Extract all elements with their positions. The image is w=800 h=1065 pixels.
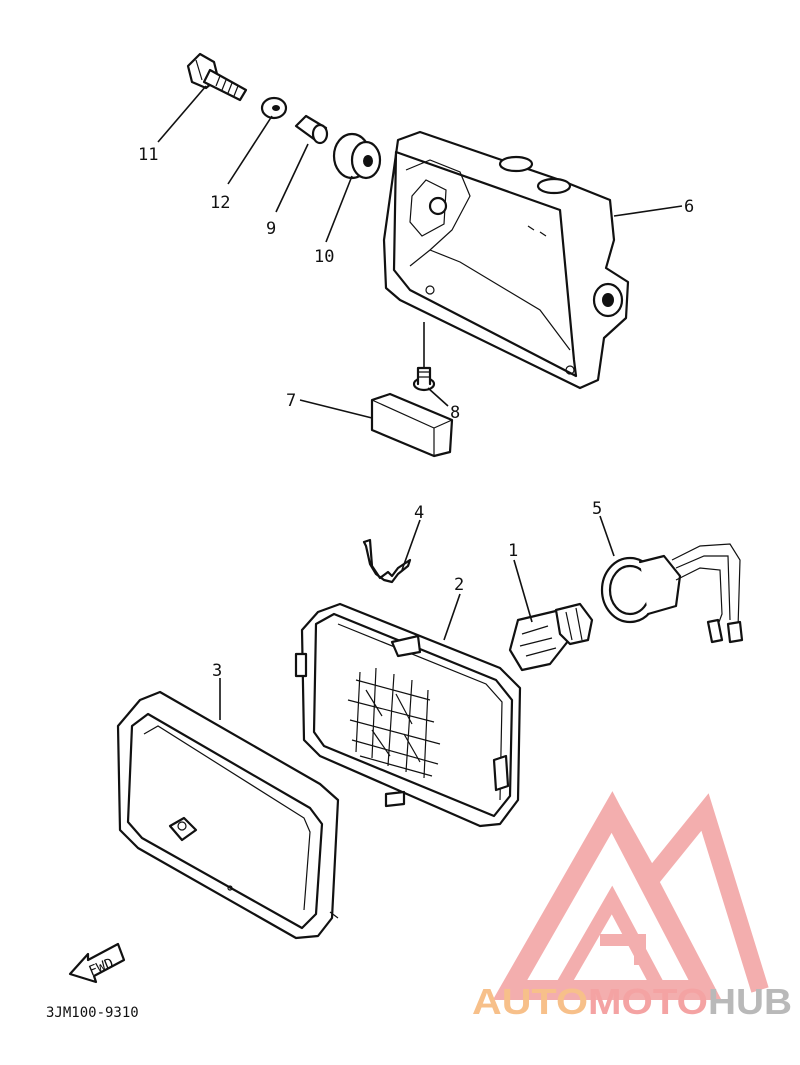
- washer-part-12: [260, 96, 288, 120]
- callout-8: 8: [450, 403, 460, 423]
- callout-labels: 11 12 9 10 6 7 8 4 2 1 5 3: [138, 145, 694, 681]
- callout-6: 6: [684, 197, 694, 217]
- spring-clip-part-4: [362, 538, 412, 584]
- callout-9: 9: [266, 219, 276, 239]
- callout-1: 1: [508, 541, 518, 561]
- callout-2: 2: [454, 575, 464, 595]
- leader-lines: [157, 85, 683, 720]
- callout-7: 7: [286, 391, 296, 411]
- screw-part-8: [412, 366, 436, 392]
- socket-part-5: [600, 543, 744, 644]
- grommet-part-10: [332, 132, 382, 180]
- bulb-part-1: [508, 602, 594, 672]
- callout-5: 5: [592, 499, 602, 519]
- watermark-moto: MOTO: [588, 981, 708, 1022]
- headlight-housing-part-6: [382, 130, 630, 390]
- watermark-hub: HUB: [708, 981, 792, 1022]
- rim-part-3: [116, 690, 340, 940]
- pad-part-7: [370, 392, 454, 458]
- lens-pattern: [347, 667, 441, 779]
- callout-4: 4: [414, 503, 424, 523]
- callout-10: 10: [314, 247, 334, 267]
- callout-11: 11: [138, 145, 158, 165]
- collar-part-9: [294, 114, 329, 145]
- callout-3: 3: [212, 661, 222, 681]
- watermark-logo: [492, 791, 769, 1000]
- callout-12: 12: [210, 193, 230, 213]
- watermark-auto: AUTO: [472, 981, 588, 1022]
- diagram-code: 3JM100-9310: [46, 1005, 139, 1021]
- headlight-unit-part-2: [294, 602, 522, 828]
- fwd-arrow-icon: FWD: [68, 942, 126, 984]
- bolt-part-11: [186, 52, 248, 102]
- watermark-text: AUTO MOTO HUB: [472, 981, 792, 1022]
